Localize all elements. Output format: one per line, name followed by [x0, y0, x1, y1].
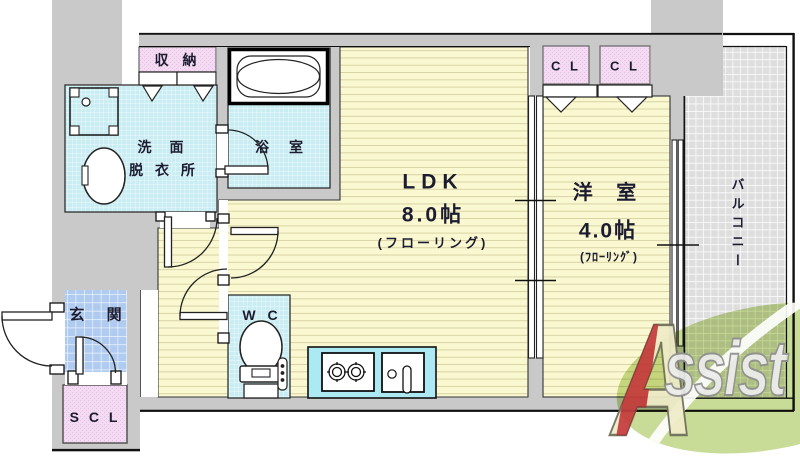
closet2-box	[599, 45, 651, 85]
bathtub	[227, 47, 330, 106]
washroom-label-line1: 洗 面	[137, 139, 191, 155]
closet1-box	[542, 45, 590, 85]
entrance-floor	[65, 290, 127, 373]
ldk-name: LDK	[402, 170, 464, 194]
logo-text-ssist: ssist	[663, 324, 787, 412]
closet1-label: C L	[551, 58, 581, 74]
shoe-closet-box	[62, 384, 128, 444]
front-door	[1, 311, 53, 367]
wc-door	[179, 268, 228, 321]
wash-basin	[81, 147, 126, 205]
bathroom-label: 浴 室	[255, 139, 311, 155]
ldk-door	[230, 226, 279, 279]
washing-machine	[69, 87, 119, 136]
bathroom-door	[224, 129, 269, 175]
doors	[1, 129, 279, 375]
toilet	[239, 320, 288, 399]
balcony-label: バルコニー	[729, 177, 745, 273]
ldk-size: 8.0帖	[401, 203, 465, 227]
kitchen-counter	[307, 346, 437, 399]
ldk-floor-type: (フローリング)	[377, 235, 489, 251]
entry-step	[140, 290, 158, 397]
western-room-floor-type: (ﾌﾛｰﾘﾝｸﾞ)	[580, 250, 638, 264]
washroom-label-line2: 脱 衣 所	[129, 162, 199, 178]
logo-letter-a: A A	[611, 298, 696, 456]
entrance-label: 玄 関	[69, 306, 131, 324]
sliding-partition	[527, 95, 544, 359]
closet2-label: C L	[610, 58, 640, 74]
closet-doors	[138, 71, 653, 113]
shoe-closet-label: S C L	[69, 409, 121, 425]
faucet	[402, 365, 412, 394]
western-room-floor	[542, 95, 671, 398]
wc-label: W C	[242, 307, 282, 323]
pillar	[651, 0, 723, 96]
washroom-door	[163, 216, 218, 268]
storage-label: 収 納	[154, 52, 202, 68]
logo-leaf-ellipse	[616, 302, 800, 454]
western-room-name: 洋 室	[572, 182, 646, 204]
western-room-size: 4.0帖	[578, 219, 638, 243]
entrance-inner-door	[75, 336, 117, 375]
storage-box	[138, 46, 217, 73]
